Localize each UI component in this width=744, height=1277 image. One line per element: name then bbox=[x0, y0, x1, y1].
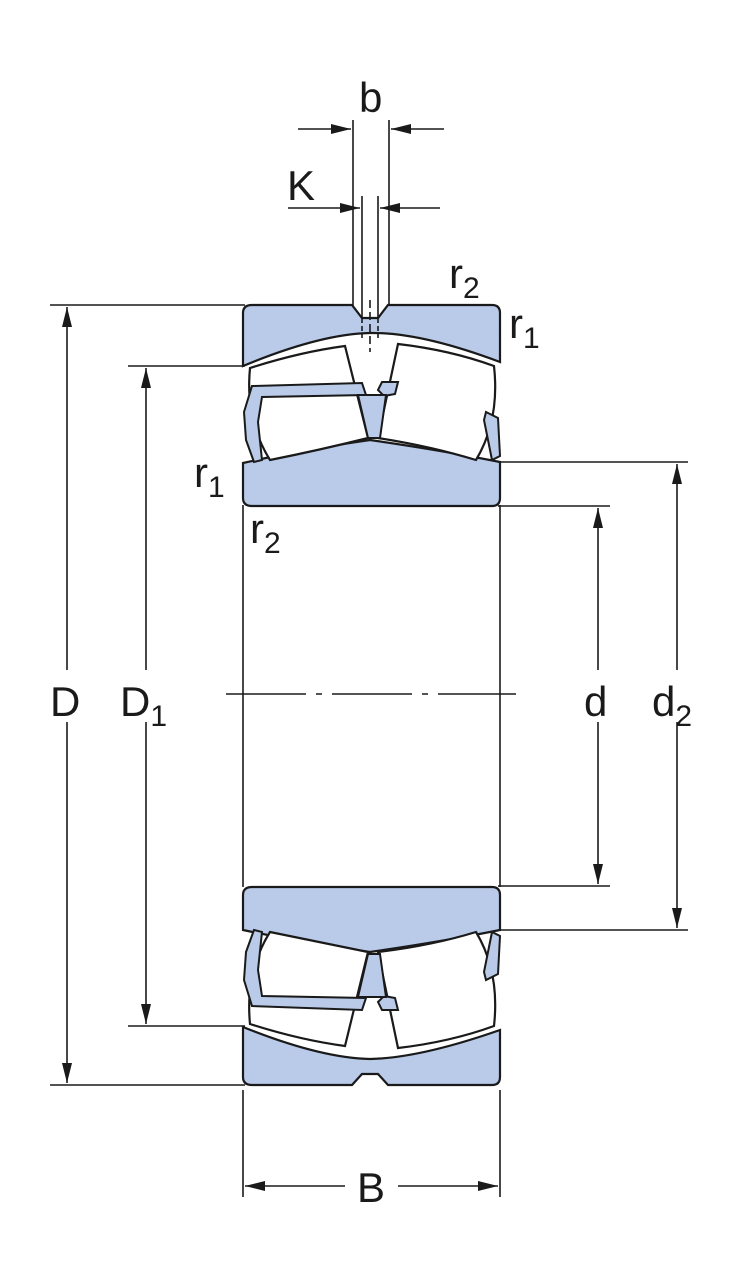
label-d2-main: d bbox=[652, 678, 675, 725]
label-r2-top-sub: 2 bbox=[463, 272, 480, 305]
cage-left-bottom bbox=[242, 928, 368, 1012]
bottom-section bbox=[241, 885, 502, 1087]
label-r2-inner-main: r bbox=[250, 505, 264, 552]
label-D1-main: D bbox=[120, 678, 150, 725]
label-D: D bbox=[50, 678, 80, 725]
label-K: K bbox=[287, 162, 315, 209]
guide-ring-bottom bbox=[356, 953, 388, 998]
label-r1-inner: r1 bbox=[194, 449, 225, 504]
label-D1: D1 bbox=[120, 678, 167, 733]
label-d2: d2 bbox=[652, 678, 692, 733]
label-d: d bbox=[584, 678, 607, 725]
outer-ring-bottom bbox=[241, 1025, 502, 1087]
guide-ring-top bbox=[356, 394, 388, 439]
roller-right-top bbox=[376, 342, 497, 462]
label-r1-top-main: r bbox=[509, 300, 523, 347]
top-section bbox=[241, 300, 502, 508]
label-r2-inner: r2 bbox=[250, 505, 281, 560]
label-r1-inner-sub: 1 bbox=[208, 471, 225, 504]
roller-right-bottom bbox=[376, 930, 497, 1050]
cage-left-top bbox=[242, 381, 368, 464]
label-r1-top: r1 bbox=[509, 300, 540, 355]
label-B: B bbox=[357, 1164, 385, 1211]
label-r2-top-main: r bbox=[449, 250, 463, 297]
roller-left-bottom bbox=[248, 930, 370, 1048]
label-b: b bbox=[359, 74, 382, 121]
label-r1-inner-main: r bbox=[194, 449, 208, 496]
label-r2-inner-sub: 2 bbox=[264, 527, 281, 560]
label-D1-sub: 1 bbox=[150, 700, 167, 733]
label-r2-top: r2 bbox=[449, 250, 480, 305]
outer-ring-top bbox=[241, 303, 502, 368]
label-r1-top-sub: 1 bbox=[523, 322, 540, 355]
label-d2-sub: 2 bbox=[675, 700, 692, 733]
inner-ring-bottom bbox=[241, 885, 502, 954]
roller-left-top bbox=[248, 344, 370, 462]
